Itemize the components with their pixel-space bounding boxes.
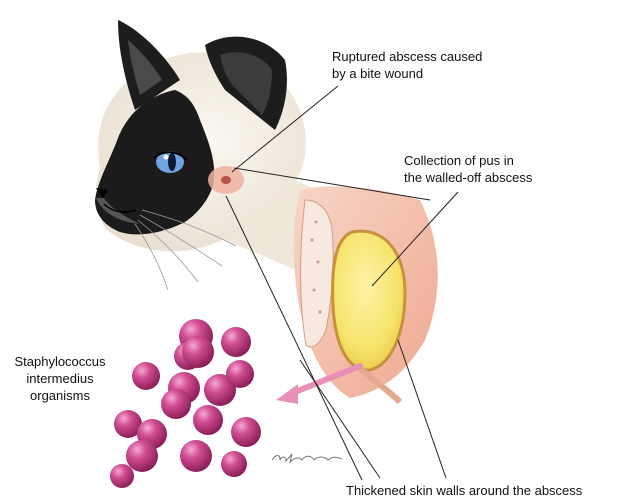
projection-line-bottom: [225, 195, 363, 481]
leader-ruptured: [231, 85, 339, 173]
label-pus-collection: Collection of pus in the walled-off absc…: [404, 153, 533, 185]
label-ruptured-abscess: Ruptured abscess caused by a bite wound: [332, 49, 483, 81]
pus-pocket: [331, 229, 407, 372]
cat-nose: [96, 188, 108, 198]
projection-line-top: [233, 167, 431, 201]
label-skin-walls: Thickened skin walls around the abscess: [346, 483, 583, 498]
fibrous-layer: [300, 199, 334, 348]
cat-whiskers: [134, 209, 237, 291]
cat-face-mask: [95, 90, 215, 235]
leader-lines: [225, 85, 459, 481]
leader-pus: [371, 191, 459, 287]
cat-eye: [153, 151, 187, 173]
pointer-arrow: [276, 363, 363, 404]
bacteria-cluster: [110, 319, 261, 488]
leader-walls-1: [299, 359, 381, 479]
abscess-cross-section: [293, 186, 438, 405]
artist-signature: [271, 453, 343, 464]
label-bacteria: Staphylococcus intermedius organisms: [14, 354, 106, 403]
leader-walls-2: [397, 339, 447, 479]
